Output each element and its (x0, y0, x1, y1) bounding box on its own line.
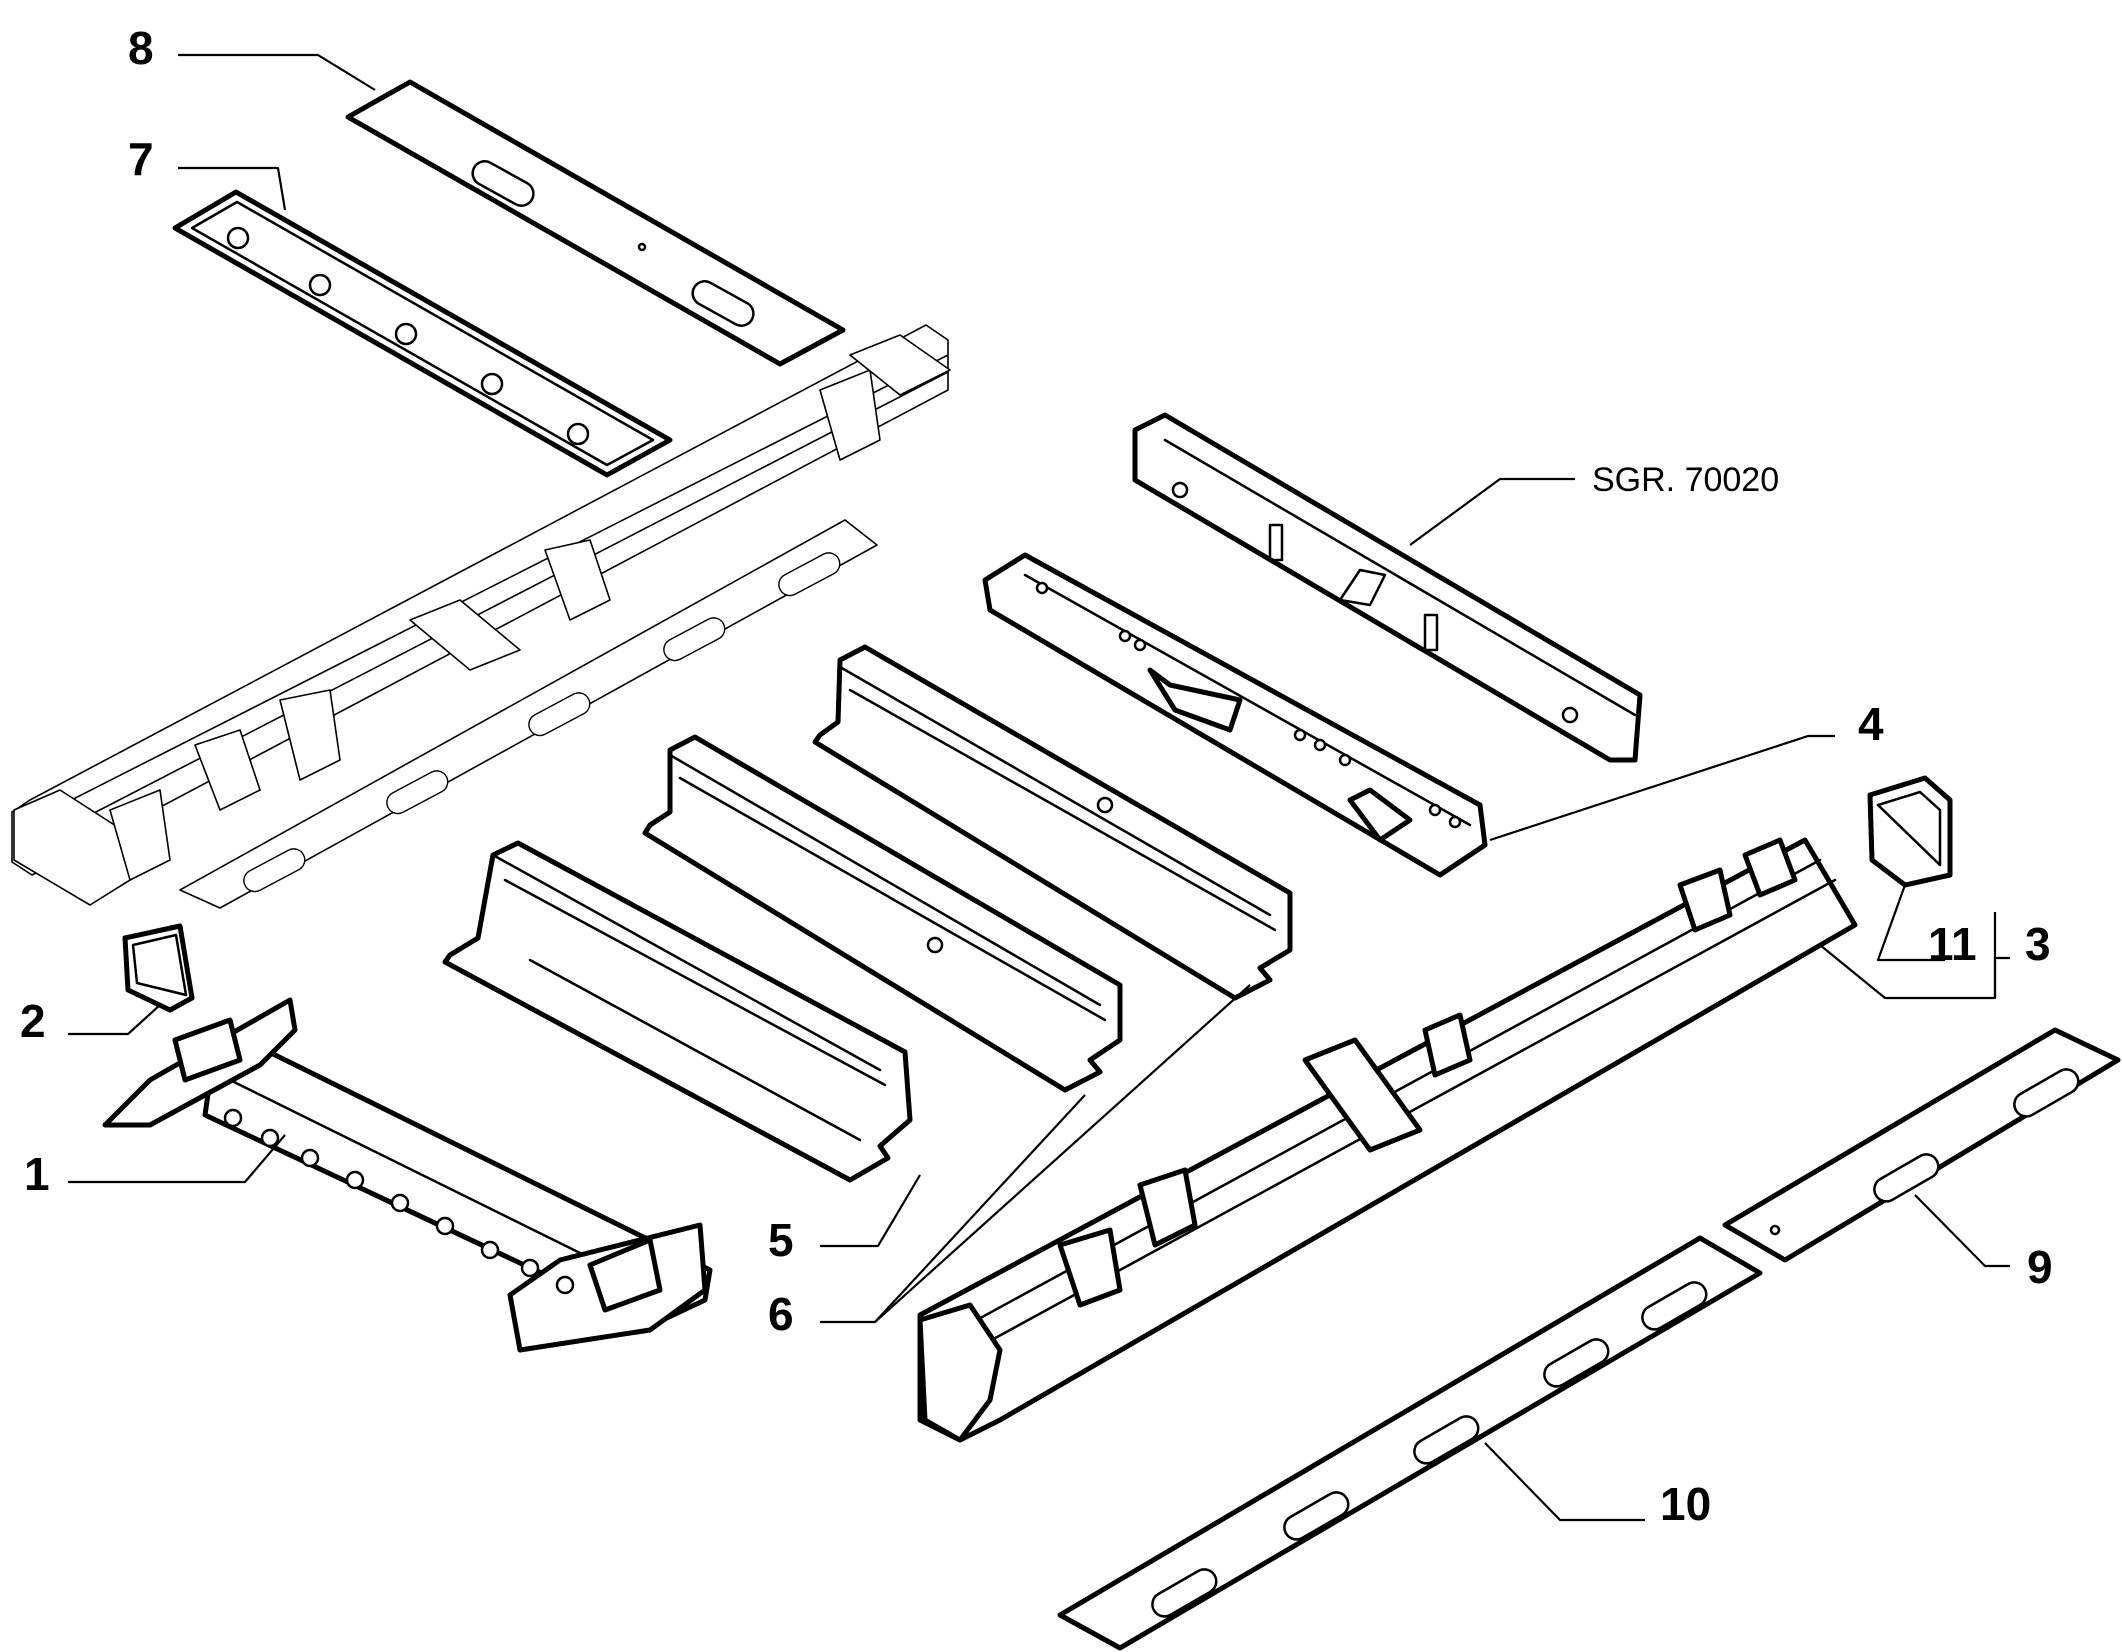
part-7-framed-plate (172, 189, 673, 478)
leader-4 (1489, 734, 1835, 842)
part-1-front-crossmember (102, 997, 713, 1353)
leader-10 (1484, 1442, 1645, 1522)
callout-1: 1 (24, 1148, 50, 1200)
leader-5 (820, 1174, 921, 1248)
part-4-crossmember (982, 552, 1488, 878)
part-6-channel-b (812, 644, 1293, 1001)
callout-2: 2 (20, 995, 46, 1047)
callout-5: 5 (768, 1214, 794, 1266)
callout-11: 11 (1928, 918, 1977, 970)
callout-7: 7 (128, 133, 154, 185)
part-6-channel-a (642, 734, 1123, 1093)
part-5-channel (442, 840, 913, 1183)
callout-4: 4 (1858, 698, 1884, 750)
left-long-rail (11, 324, 951, 906)
leader-3 (1819, 944, 2010, 1000)
part-8-flat-plate (345, 79, 846, 367)
part-2-bracket (122, 923, 195, 1013)
part-9-flat-plate (1722, 1027, 2121, 1263)
callout-8: 8 (128, 22, 154, 74)
part-10-flat-plate (1057, 1235, 1763, 1651)
leader-6b (874, 984, 1251, 1323)
callout-9: 9 (2027, 1241, 2053, 1293)
leader-9 (1914, 1194, 2010, 1268)
callout-6: 6 (768, 1288, 794, 1340)
floor-plate-light (179, 519, 878, 909)
reference-sgr: SGR. 70020 (1592, 461, 1779, 499)
leader-11 (1876, 884, 1945, 962)
leader-sgr (1409, 477, 1575, 546)
leader-1 (68, 1134, 286, 1184)
sgr-70020-beam (1132, 412, 1643, 763)
part-3-rear-rail (917, 837, 1858, 1443)
leader-lines (68, 53, 2010, 1522)
leader-7 (178, 166, 287, 211)
callout-10: 10 (1660, 1478, 1711, 1530)
leader-8 (178, 53, 376, 91)
callout-labels: 8 7 2 1 5 6 4 11 3 9 10 SGR. 70020 (20, 22, 2053, 1530)
leader-2 (68, 1004, 161, 1036)
callout-3: 3 (2025, 918, 2051, 970)
part-11-bracket (1867, 775, 1953, 888)
